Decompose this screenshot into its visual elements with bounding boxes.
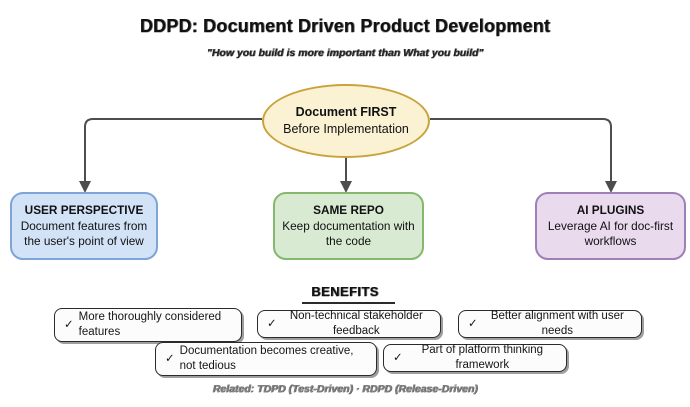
root-node: Document FIRST Before Implementation: [262, 84, 430, 158]
branch-node-ai-plugins: AI PLUGINS Leverage AI for doc-first wor…: [535, 192, 686, 260]
check-icon: ✓: [165, 352, 175, 365]
check-icon: ✓: [64, 318, 74, 331]
benefit-pill: ✓ Non-technical stakeholder feedback: [257, 310, 441, 338]
branch-title: USER PERSPECTIVE: [24, 202, 144, 217]
branch-title: AI PLUGINS: [576, 202, 645, 217]
benefit-pill: ✓ Better alignment with user needs: [458, 310, 642, 338]
benefit-label: Better alignment with user needs: [490, 310, 624, 337]
page-subtitle: "How you build is more important than Wh…: [206, 47, 484, 59]
connector-left: [84, 118, 262, 181]
branch-body: Leverage AI for doc-first workflows: [547, 218, 674, 249]
check-icon: ✓: [468, 317, 478, 330]
benefits-heading: BENEFITS: [311, 284, 379, 299]
root-node-title: Document FIRST: [295, 105, 397, 120]
page-title: DDPD: Document Driven Product Developmen…: [139, 16, 551, 36]
benefit-label: Part of platform thinking framework: [421, 344, 544, 371]
benefit-pill: ✓ More thoroughly considered features: [54, 308, 242, 342]
check-icon: ✓: [267, 317, 277, 330]
benefit-pill: ✓ Part of platform thinking framework: [383, 344, 567, 372]
connector-right: [430, 118, 612, 181]
branch-node-user-perspective: USER PERSPECTIVE Document features from …: [10, 192, 158, 260]
footer-note: Related: TDPD (Test-Driven) · RDPD (Rele…: [212, 383, 478, 395]
branch-body: Document features from the user's point …: [20, 218, 148, 249]
root-node-subtitle: Before Implementation: [283, 122, 409, 136]
branch-title: SAME REPO: [313, 202, 384, 217]
benefit-label: Non-technical stakeholder feedback: [289, 310, 423, 337]
benefit-label: Documentation becomes creative, not tedi…: [179, 345, 354, 372]
branch-node-same-repo: SAME REPO Keep documentation with the co…: [273, 192, 424, 260]
branch-body: Keep documentation with the code: [282, 218, 415, 249]
benefits-underline: [302, 302, 395, 304]
benefit-label: More thoroughly considered features: [78, 311, 222, 338]
check-icon: ✓: [393, 351, 403, 364]
benefit-pill: ✓ Documentation becomes creative, not te…: [155, 342, 377, 376]
